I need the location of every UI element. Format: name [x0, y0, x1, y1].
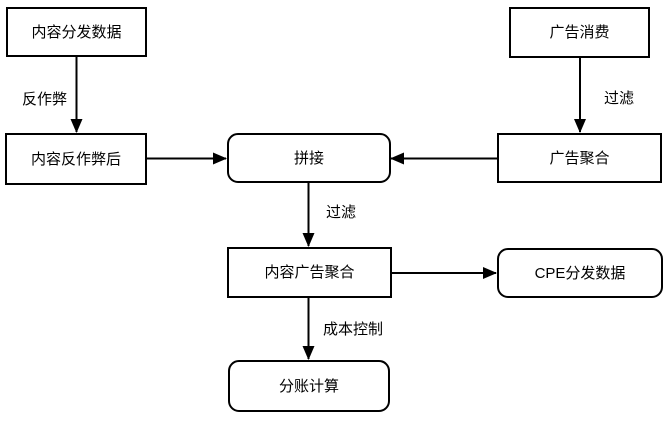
node-label: 内容广告聚合	[264, 264, 355, 281]
node-cpe-distribution-data[interactable]: CPE分发数据	[497, 248, 663, 298]
edge-label-filter-top: 过滤	[603, 90, 636, 107]
node-content-after-anticheat[interactable]: 内容反作弊后	[5, 133, 147, 185]
node-splice[interactable]: 拼接	[227, 133, 391, 183]
node-label: 拼接	[293, 149, 324, 167]
node-label: 内容分发数据	[31, 23, 122, 41]
node-label: 广告消费	[549, 24, 610, 41]
node-label: CPE分发数据	[534, 264, 626, 282]
edge-label-anticheat: 反作弊	[21, 91, 69, 108]
node-ad-consumption[interactable]: 广告消费	[509, 7, 650, 58]
node-label: 内容反作弊后	[30, 150, 121, 168]
node-content-distribution-data[interactable]: 内容分发数据	[6, 7, 147, 57]
node-ad-aggregation[interactable]: 广告聚合	[497, 133, 662, 183]
edge-label-cost-control: 成本控制	[322, 321, 385, 338]
node-content-ad-aggregation[interactable]: 内容广告聚合	[227, 247, 392, 298]
node-label: 广告聚合	[549, 149, 610, 167]
edge-label-filter-middle: 过滤	[325, 204, 358, 221]
node-ledger-calculation[interactable]: 分账计算	[228, 360, 390, 412]
node-label: 分账计算	[278, 377, 339, 395]
